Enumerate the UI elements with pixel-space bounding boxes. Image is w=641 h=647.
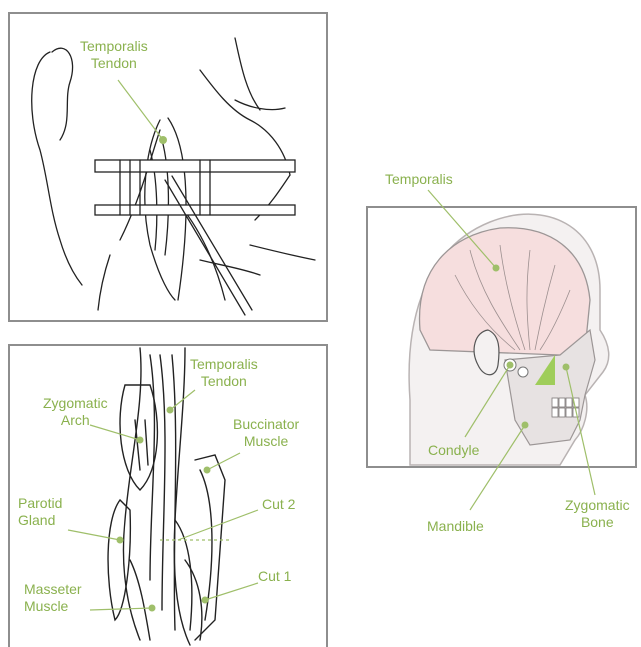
condyle-label: Condyle bbox=[428, 442, 479, 459]
zygomatic-bone-line1: Zygomatic bbox=[565, 497, 630, 514]
zygomatic-bone-line2: Bone bbox=[565, 514, 630, 531]
temporalis-label: Temporalis bbox=[385, 171, 453, 188]
zygomatic-bone-label: Zygomatic Bone bbox=[565, 497, 630, 531]
mandible-label: Mandible bbox=[427, 518, 484, 535]
